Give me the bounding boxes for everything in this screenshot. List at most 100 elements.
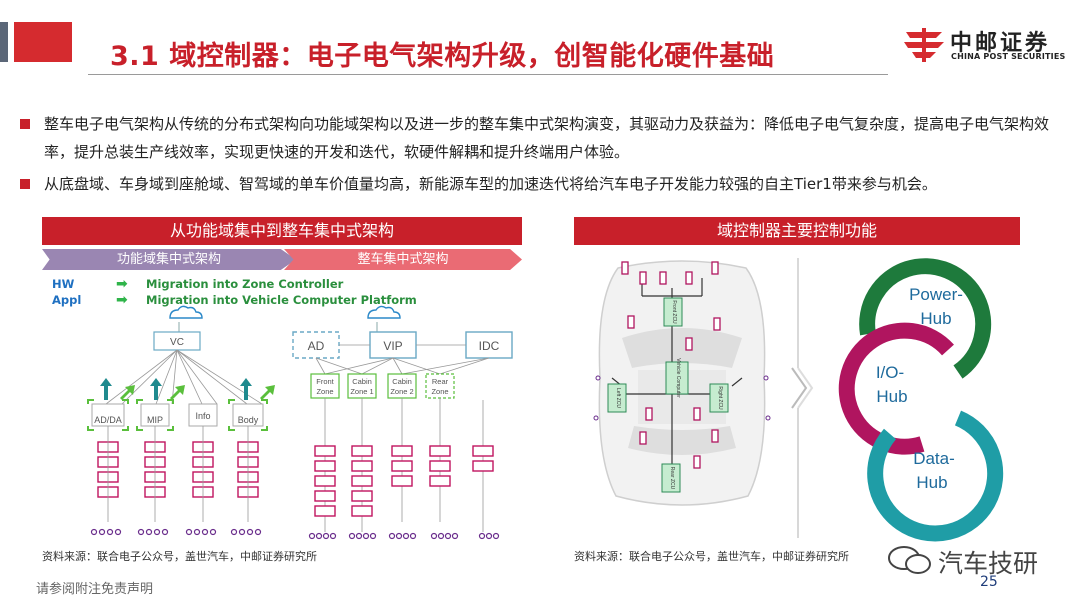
svg-text:VIP: VIP: [383, 339, 402, 353]
company-logo: 中邮证券 CHINA POST SECURITIES: [902, 24, 1070, 64]
logo-chinese-name: 中邮证券: [950, 31, 1051, 56]
title-divider: [88, 74, 888, 75]
ecu-box: [429, 475, 451, 487]
ecu-stack-left: [97, 441, 259, 498]
svg-text:Zone 1: Zone 1: [350, 387, 373, 396]
ecu-box: [621, 261, 629, 275]
node-vip: [369, 331, 417, 359]
ecu-box: [639, 271, 647, 285]
connector-dots: [90, 528, 500, 540]
connector-dot: [492, 532, 500, 540]
connector-dot: [106, 528, 114, 536]
legend-appl-tag: Appl: [52, 293, 82, 307]
svg-text:Body: Body: [238, 415, 259, 425]
connector-dot: [369, 532, 377, 540]
svg-text:Zone 2: Zone 2: [390, 387, 413, 396]
io-hub-label-2: Hub: [876, 387, 907, 406]
connector-dot: [209, 528, 217, 536]
ecu-box: [429, 445, 451, 457]
logo-english-name: CHINA POST SECURITIES: [951, 52, 1066, 61]
connector-dot: [137, 528, 145, 536]
page-title: 3.1 域控制器：电子电气架构升级，创智能化硬件基础: [110, 41, 775, 72]
connector-dot: [437, 532, 445, 540]
connector-dot: [193, 528, 201, 536]
connector-dot: [451, 532, 459, 540]
svg-text:Cabin: Cabin: [392, 377, 412, 386]
cloud-icon: [367, 305, 401, 319]
china-post-emblem-icon: [904, 28, 944, 62]
ecu-box: [314, 505, 336, 517]
ecu-box: [472, 445, 494, 457]
legend-hw-tag: HW: [52, 277, 75, 291]
legend-appl: Appl➡Migration into Vehicle Computer Pla…: [52, 292, 417, 308]
connector-dot: [90, 528, 98, 536]
ecu-box: [351, 460, 373, 472]
ecu-box: [627, 315, 635, 329]
zone-nodes: Front Zone Cabin Zone 1 Cabin Zone 2 Rea…: [310, 373, 455, 399]
ecu-box: [429, 460, 451, 472]
right-panel-header: 域控制器主要控制功能: [574, 217, 1020, 245]
ecu-box: [314, 490, 336, 502]
ecu-box: [314, 445, 336, 457]
connector-dot: [322, 532, 330, 540]
corner-accent-dark: [0, 22, 8, 62]
panel-separator: [791, 258, 814, 538]
data-hub-label-1: Data-: [913, 449, 955, 468]
svg-text:AD: AD: [308, 339, 325, 353]
arrow-right-icon: ➡: [116, 292, 128, 308]
ecu-box: [639, 431, 647, 445]
car-topview-diagram: Front ZCU Vehicle Computer Left ZCU Righ…: [593, 260, 771, 506]
ecu-box: [351, 490, 373, 502]
connector-dot: [315, 532, 323, 540]
watermark-text: 汽车技研: [938, 549, 1039, 578]
ecu-box: [645, 407, 653, 421]
connector-dot: [430, 532, 438, 540]
bullet-text: 从底盘域、车身域到座舱域、智驾域的单车价值量均高，新能源车型的加速迭代将给汽车电…: [44, 175, 937, 193]
data-hub-ring: [867, 410, 1004, 542]
connector-dot: [329, 532, 337, 540]
ecu-box: [713, 317, 721, 331]
page-number: 25: [980, 574, 998, 590]
connector-dot: [230, 528, 238, 536]
legend-hw: HW➡Migration into Zone Controller: [52, 276, 343, 292]
right-source: 资料来源：联合电子公众号，盖世汽车，中邮证券研究所: [574, 550, 849, 563]
ecu-box: [711, 261, 719, 275]
connector-dot: [355, 532, 363, 540]
connector-dot: [348, 532, 356, 540]
domain-nodes: AD/DA MIP Info Body: [87, 399, 268, 431]
connector-dot: [246, 528, 254, 536]
hub-diagram: Power- Hub I/O- Hub Data- Hub: [838, 258, 1004, 542]
svg-text:IDC: IDC: [479, 339, 500, 353]
connector-dot: [402, 532, 410, 540]
bullet-item: 从底盘域、车身域到座舱域、智驾域的单车价值量均高，新能源车型的加速迭代将给汽车电…: [20, 170, 1060, 198]
connector-dot: [362, 532, 370, 540]
data-hub-label-2: Hub: [916, 473, 947, 492]
arrow-right-icon: ➡: [116, 276, 128, 292]
connector-dot: [485, 532, 493, 540]
bullet-square-icon: [20, 179, 30, 189]
svg-text:Rear: Rear: [432, 377, 449, 386]
ecu-box: [693, 455, 701, 469]
ecu-box: [472, 460, 494, 472]
ecu-box: [391, 445, 413, 457]
left-source: 资料来源：联合电子公众号，盖世汽车，中邮证券研究所: [42, 550, 317, 563]
svg-text:Right ZCU: Right ZCU: [717, 386, 723, 410]
connector-dot: [145, 528, 153, 536]
ecu-box: [685, 337, 693, 351]
connector-dot: [201, 528, 209, 536]
ecu-box: [314, 475, 336, 487]
ecu-box: [659, 271, 667, 285]
ecu-box: [351, 505, 373, 517]
stage-functional-domain: 功能域集中式架构: [42, 249, 296, 270]
svg-text:Vehicle Computer: Vehicle Computer: [675, 358, 681, 398]
svg-text:Info: Info: [195, 411, 210, 421]
node-vc-label: VC: [170, 337, 184, 348]
svg-text:Zone: Zone: [431, 387, 448, 396]
svg-text:MIP: MIP: [147, 415, 163, 425]
connector-dot: [238, 528, 246, 536]
node-idc: [465, 331, 513, 359]
connector-dot: [388, 532, 396, 540]
cloud-icon: [169, 305, 203, 319]
connector-dot: [409, 532, 417, 540]
connector-dot: [98, 528, 106, 536]
